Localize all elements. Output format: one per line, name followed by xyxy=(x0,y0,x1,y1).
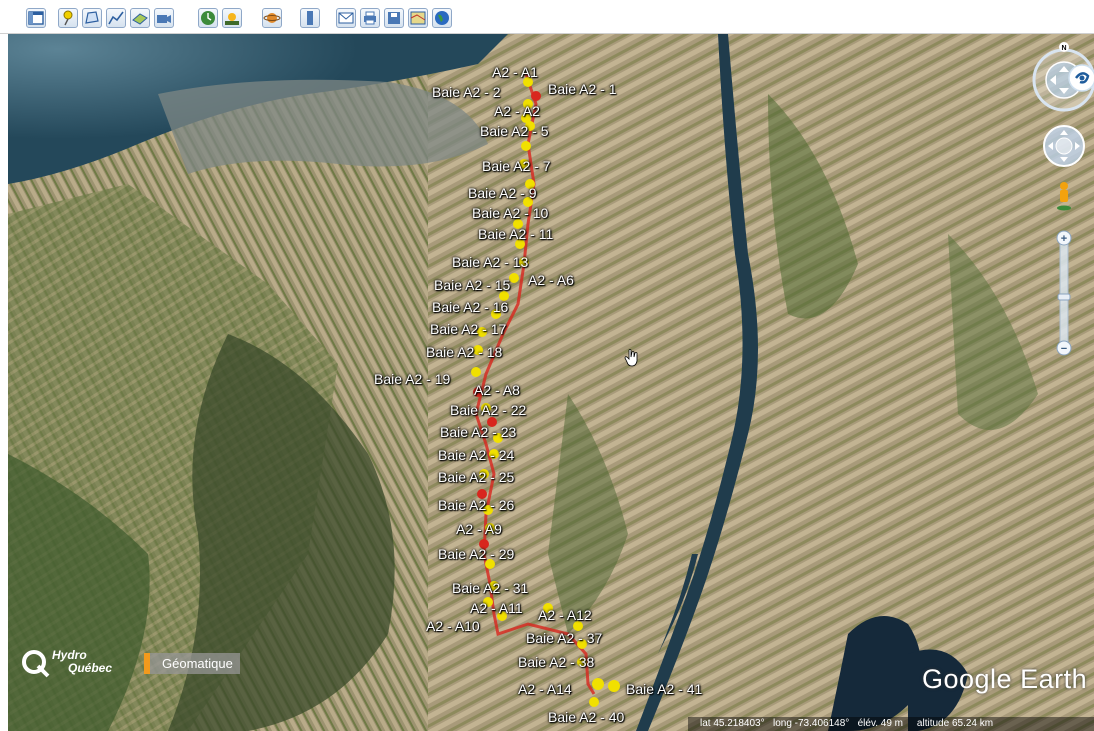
coordinates-status-bar: lat 45.218403° long -73.406148° élév. 49… xyxy=(688,717,1094,731)
printer-icon xyxy=(364,11,376,25)
map-label[interactable]: A2 - A9 xyxy=(456,521,502,537)
hand-cursor-icon xyxy=(624,349,638,367)
map-label[interactable]: Baie A2 - 37 xyxy=(526,630,603,646)
zoom-in-label[interactable]: + xyxy=(1061,233,1067,245)
tour-icon xyxy=(157,15,171,23)
polygon-button[interactable] xyxy=(82,8,102,28)
map-label[interactable]: A2 - A6 xyxy=(528,272,574,288)
move-joystick[interactable] xyxy=(1043,125,1085,167)
map-label[interactable]: A2 - A11 xyxy=(470,600,523,616)
long-value: -73.406148° xyxy=(794,718,850,729)
map-label[interactable]: Baie A2 - 22 xyxy=(450,402,527,418)
sunlight-button[interactable] xyxy=(222,8,242,28)
map-label[interactable]: Baie A2 - 13 xyxy=(452,254,529,270)
map-label[interactable]: Baie A2 - 18 xyxy=(426,344,503,360)
hydro-quebec-logo-text: Hydro xyxy=(52,648,87,662)
historical-imagery-button[interactable] xyxy=(198,8,218,28)
elev-label: élév. xyxy=(857,718,878,729)
map-label[interactable]: Baie A2 - 11 xyxy=(478,226,554,242)
satellite-imagery xyxy=(8,34,1094,731)
map-label[interactable]: Baie A2 - 16 xyxy=(432,299,509,315)
placemark-button[interactable] xyxy=(58,8,78,28)
sidebar-icon xyxy=(28,11,44,25)
satellite-map-view[interactable]: A2 - A1 Baie A2 - 1 Baie A2 - 2 A2 - A2 … xyxy=(8,34,1094,731)
lat-label: lat xyxy=(700,718,711,729)
map-label[interactable]: Baie A2 - 10 xyxy=(472,205,549,221)
map-label[interactable]: Baie A2 - 41 xyxy=(626,681,703,697)
map-label[interactable]: Baie A2 - 24 xyxy=(438,447,515,463)
map-label[interactable]: Baie A2 - 5 xyxy=(480,123,549,139)
print-button[interactable] xyxy=(360,8,380,28)
map-label[interactable]: A2 - A1 xyxy=(492,64,538,80)
look-around-eye-icon[interactable] xyxy=(1068,64,1094,92)
map-icon xyxy=(410,11,426,25)
polygon-icon xyxy=(85,11,99,24)
map-label[interactable]: Baie A2 - 25 xyxy=(438,469,515,485)
path-button[interactable] xyxy=(106,8,126,28)
hydro-quebec-logo-text: Québec xyxy=(68,661,113,675)
map-label[interactable]: Baie A2 - 15 xyxy=(434,277,511,293)
north-label: N xyxy=(1061,45,1066,52)
save-image-button[interactable] xyxy=(384,8,404,28)
compass-north-marker: N xyxy=(1059,42,1069,52)
view-in-maps-button[interactable] xyxy=(408,8,428,28)
email-button[interactable] xyxy=(336,8,356,28)
map-label[interactable]: Baie A2 - 19 xyxy=(374,371,451,387)
ruler-button[interactable] xyxy=(300,8,320,28)
map-label[interactable]: Baie A2 - 26 xyxy=(438,497,515,513)
pushpin-icon xyxy=(63,10,73,26)
map-label[interactable]: A2 - A14 xyxy=(518,681,572,697)
map-label[interactable]: Baie A2 - 1 xyxy=(548,81,617,97)
record-tour-button[interactable] xyxy=(154,8,174,28)
map-label[interactable]: Baie A2 - 31 xyxy=(452,580,529,596)
hydro-quebec-logo: Hydro Québec xyxy=(20,648,140,680)
map-label[interactable]: Baie A2 - 23 xyxy=(440,424,517,440)
overlay-icon xyxy=(132,13,148,25)
map-label[interactable]: Baie A2 - 2 xyxy=(432,84,501,100)
path-icon xyxy=(108,11,124,25)
lat-value: 45.218403° xyxy=(713,718,765,729)
map-label[interactable]: A2 - A10 xyxy=(426,618,480,634)
envelope-icon xyxy=(338,12,354,24)
google-earth-logo: Google Earth xyxy=(922,664,1088,694)
map-label[interactable]: A2 - A12 xyxy=(538,607,592,623)
clock-globe-icon xyxy=(201,11,215,25)
earth-icon xyxy=(435,11,449,25)
map-label[interactable]: Baie A2 - 29 xyxy=(438,546,515,562)
switch-planet-button[interactable] xyxy=(262,8,282,28)
save-image-icon xyxy=(388,12,400,24)
map-label[interactable]: Baie A2 - 40 xyxy=(548,709,625,725)
map-label[interactable]: Baie A2 - 38 xyxy=(518,654,595,670)
sun-icon xyxy=(225,13,239,25)
pin-markers xyxy=(471,77,620,707)
planet-icon xyxy=(263,13,281,23)
altitude-value: 65.24 km xyxy=(951,718,994,729)
toolbar xyxy=(0,0,1094,34)
map-label[interactable]: A2 - A8 xyxy=(474,382,520,398)
hydro-quebec-q-icon xyxy=(22,650,50,678)
image-overlay-button[interactable] xyxy=(130,8,150,28)
altitude-label: altitude xyxy=(916,718,950,729)
sidebar-toggle-button[interactable] xyxy=(26,8,46,28)
map-label[interactable]: Baie A2 - 9 xyxy=(468,185,537,201)
map-label[interactable]: Baie A2 - 17 xyxy=(430,321,507,337)
web-earth-button[interactable] xyxy=(432,8,452,28)
long-label: long xyxy=(772,718,792,729)
zoom-slider[interactable]: + − xyxy=(1056,230,1072,356)
navigation-controls: N + − xyxy=(1032,42,1094,356)
street-view-pegman-icon[interactable] xyxy=(1057,182,1071,211)
zoom-out-label[interactable]: − xyxy=(1061,343,1067,355)
geomatique-badge: Géomatique xyxy=(144,653,240,674)
map-label[interactable]: A2 - A2 xyxy=(494,103,540,119)
map-label[interactable]: Baie A2 - 7 xyxy=(482,158,551,174)
ruler-icon xyxy=(307,11,313,25)
elev-value: 49 m xyxy=(880,718,904,729)
